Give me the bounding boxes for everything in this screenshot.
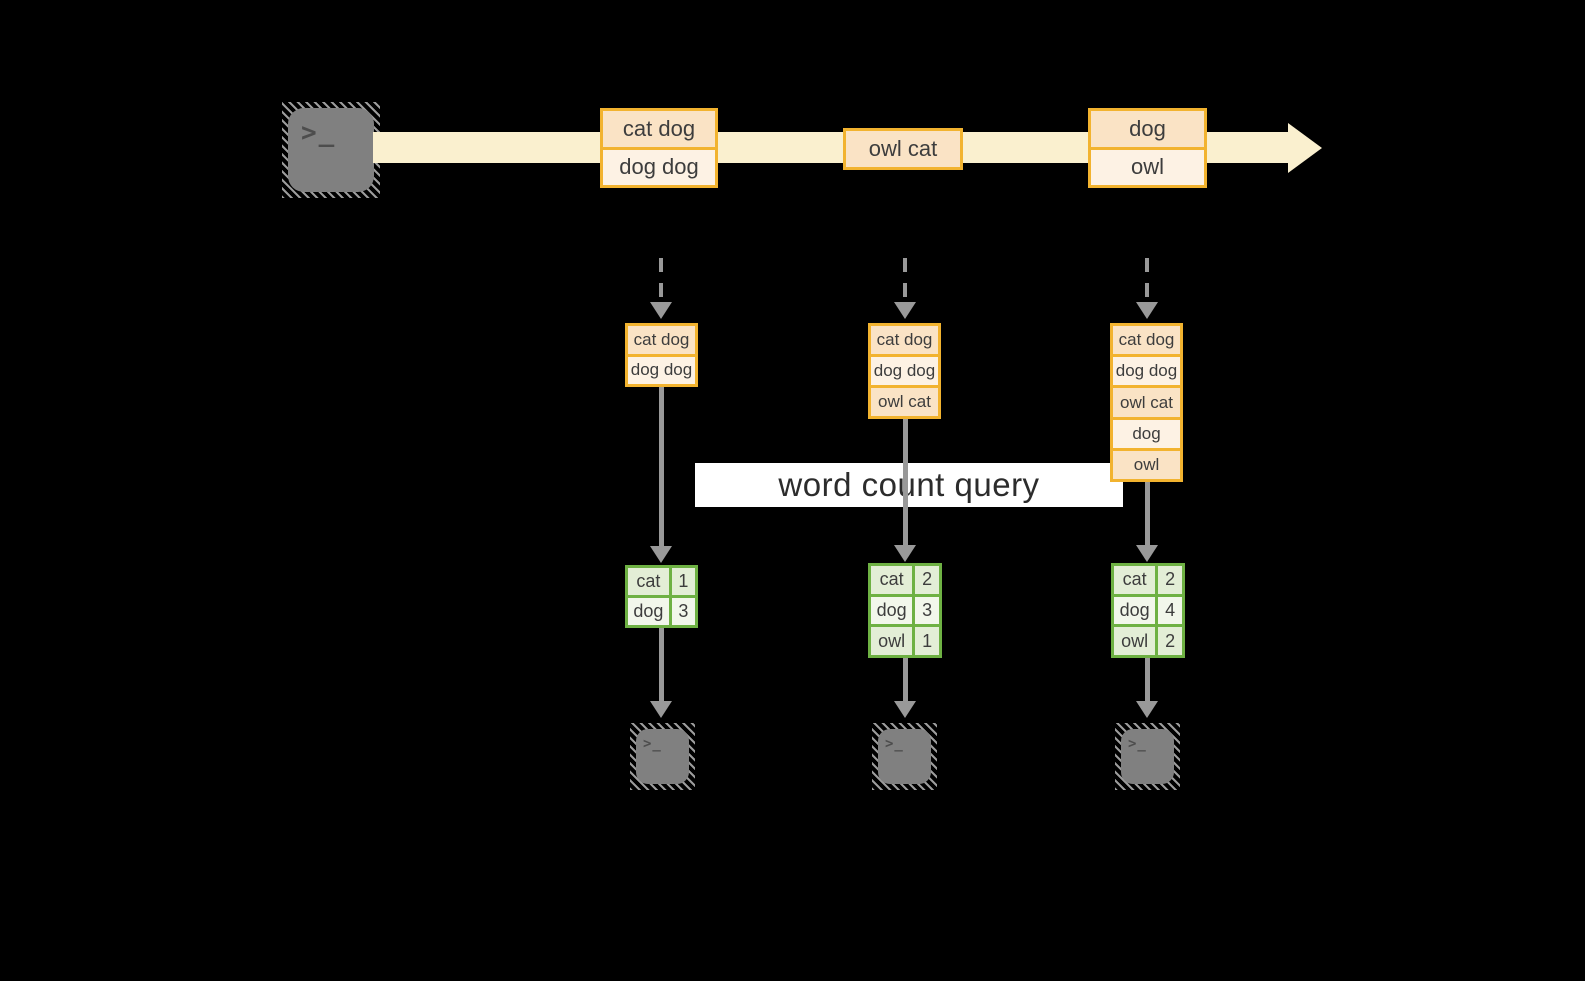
count-word-cell: cat — [1114, 566, 1156, 594]
query-label-box: word count query — [695, 463, 1123, 507]
connector-line — [659, 387, 664, 547]
terminal-screen: >_ — [1121, 729, 1174, 784]
dashed-arrow-head-icon — [650, 302, 672, 319]
count-value-cell: 3 — [671, 598, 695, 625]
count-table-3: cat 2 dog 4 owl 2 — [1111, 563, 1185, 658]
connector-line — [1145, 658, 1150, 703]
terminal-screen: >_ — [288, 108, 374, 192]
connector-line — [903, 419, 908, 546]
stream-event: dog dog — [603, 149, 715, 185]
arrow-head-icon — [894, 701, 916, 718]
count-value-cell: 1 — [915, 627, 939, 655]
stream-event-group-3: dog owl — [1088, 108, 1207, 188]
buffer-row: owl cat — [1113, 388, 1180, 417]
buffer-stack-2: cat dog dog dog owl cat — [868, 323, 941, 419]
count-value-cell: 3 — [915, 596, 939, 625]
source-terminal-icon: >_ — [282, 102, 380, 198]
sink-terminal-icon: >_ — [630, 723, 695, 790]
buffer-stack-3: cat dog dog dog owl cat dog owl — [1110, 323, 1183, 482]
stream-event: dog — [1091, 111, 1204, 147]
dashed-arrow-head-icon — [894, 302, 916, 319]
buffer-row: dog dog — [871, 357, 938, 385]
buffer-row: cat dog — [628, 326, 695, 354]
terminal-screen: >_ — [878, 729, 931, 784]
stream-event: owl — [1091, 149, 1204, 185]
stream-arrowhead-icon — [1288, 123, 1322, 173]
count-table-1: cat 1 dog 3 — [625, 565, 698, 628]
sink-terminal-icon: >_ — [1115, 723, 1180, 790]
count-value-cell: 1 — [671, 568, 695, 595]
count-value-cell: 2 — [1158, 627, 1182, 655]
terminal-prompt-glyph: >_ — [1128, 736, 1147, 752]
terminal-prompt-glyph: >_ — [643, 736, 662, 752]
count-value-cell: 4 — [1158, 596, 1182, 625]
terminal-screen: >_ — [636, 729, 689, 784]
count-word-cell: owl — [1114, 627, 1156, 655]
arrow-head-icon — [1136, 701, 1158, 718]
buffer-row: owl — [1113, 450, 1180, 480]
count-table-2: cat 2 dog 3 owl 1 — [868, 563, 942, 658]
arrow-head-icon — [894, 545, 916, 562]
dashed-arrow-line — [1145, 258, 1149, 304]
count-word-cell: dog — [1114, 596, 1156, 625]
dashed-arrow-line — [659, 258, 663, 304]
connector-line — [1145, 482, 1150, 546]
query-label: word count query — [778, 466, 1040, 503]
count-word-cell: cat — [628, 568, 669, 595]
terminal-prompt-glyph: >_ — [885, 736, 904, 752]
arrow-head-icon — [650, 546, 672, 563]
stream-event-group-1: cat dog dog dog — [600, 108, 718, 188]
count-word-cell: owl — [871, 627, 913, 655]
connector-line — [659, 628, 664, 703]
buffer-row: dog dog — [1113, 357, 1180, 386]
count-word-cell: dog — [628, 598, 669, 625]
buffer-stack-1: cat dog dog dog — [625, 323, 698, 387]
sink-terminal-icon: >_ — [872, 723, 937, 790]
buffer-row: dog dog — [628, 356, 695, 384]
dashed-arrow-line — [903, 258, 907, 304]
count-word-cell: dog — [871, 596, 913, 625]
arrow-head-icon — [650, 701, 672, 718]
count-value-cell: 2 — [915, 566, 939, 594]
buffer-row: owl cat — [871, 388, 938, 416]
stream-event: cat dog — [603, 111, 715, 147]
stream-event-group-2: owl cat — [843, 128, 963, 170]
dashed-arrow-head-icon — [1136, 302, 1158, 319]
buffer-row: dog — [1113, 419, 1180, 448]
stream-event: owl cat — [846, 131, 960, 167]
count-word-cell: cat — [871, 566, 913, 594]
count-value-cell: 2 — [1158, 566, 1182, 594]
terminal-prompt-glyph: >_ — [301, 118, 337, 148]
connector-line — [903, 658, 908, 703]
buffer-row: cat dog — [1113, 326, 1180, 355]
arrow-head-icon — [1136, 545, 1158, 562]
buffer-row: cat dog — [871, 326, 938, 354]
